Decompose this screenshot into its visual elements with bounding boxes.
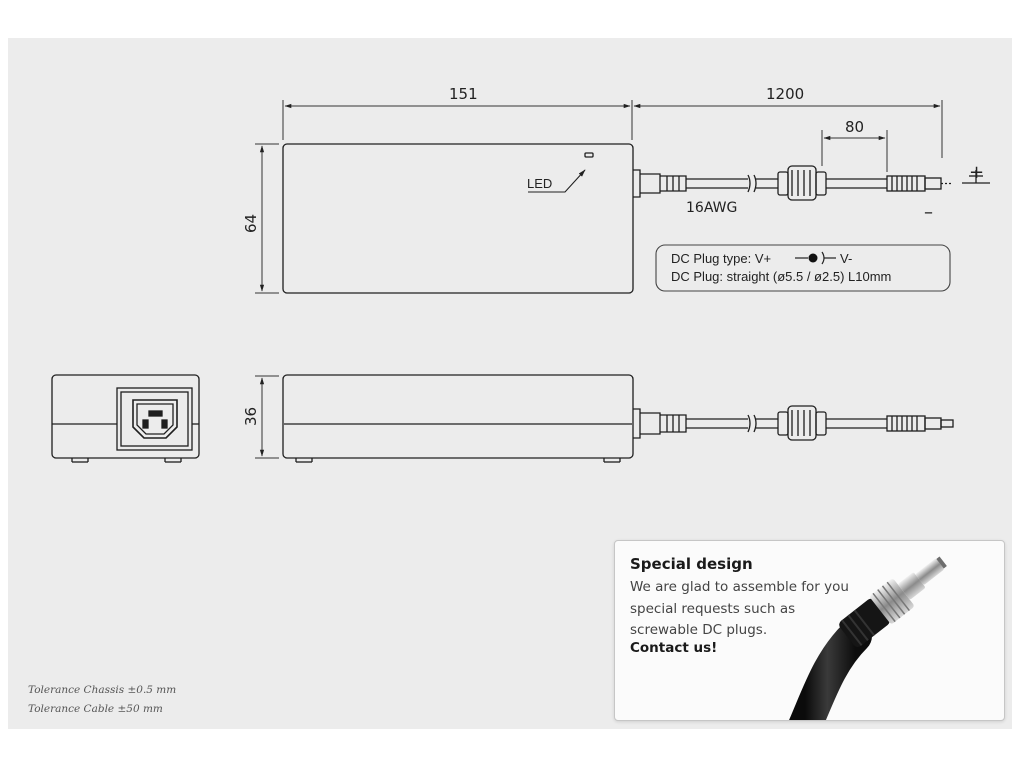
special-design-line: screwable DC plugs. — [630, 622, 768, 638]
tolerance-chassis: Tolerance Chassis ±0.5 mm — [28, 684, 177, 696]
dim-chassis-width: 64 — [242, 214, 260, 233]
chassis-front-outline — [51, 374, 200, 459]
technical-drawing: LED 16AWG + – 151 1200 — [51, 85, 990, 463]
dc-plug-top — [886, 175, 926, 192]
tolerance-cable: Tolerance Cable ±50 mm — [28, 703, 163, 715]
side-view — [282, 374, 954, 463]
dim-chassis-height: 36 — [242, 407, 260, 426]
strain-relief-top — [633, 169, 641, 198]
ferrite-core-top — [777, 171, 789, 196]
polarity-minus: – — [924, 202, 933, 223]
led-label: LED — [527, 176, 552, 191]
front-view — [51, 374, 200, 463]
plug-detail-text: DC Plug: straight (ø5.5 / ø2.5) L10mm — [671, 269, 891, 284]
plug-type-text: DC Plug type: V+ — [671, 251, 771, 266]
polarity-plus: + — [969, 162, 984, 183]
dim-cable-length: 1200 — [766, 85, 804, 103]
screw-dc-plug-photo — [789, 556, 947, 720]
dim-chassis-length: 151 — [449, 85, 478, 103]
dim-plug-length: 80 — [845, 118, 864, 136]
special-design-line: special requests such as — [630, 600, 796, 617]
plug-polarity-dot — [808, 253, 818, 263]
chassis-side-outline — [282, 374, 634, 459]
wire-gauge-label: 16AWG — [686, 200, 737, 216]
ac-inlet-frame — [116, 387, 193, 451]
dimension-lines — [255, 100, 943, 459]
iec-c14-inlet — [132, 399, 178, 439]
special-design-line: We are glad to assemble for you — [630, 579, 849, 595]
plug-type-minus-text: V- — [840, 251, 852, 266]
dc-plug-spec-box: DC Plug type: V+ V- DC Plug: straight (ø… — [655, 244, 951, 292]
led-indicator — [584, 152, 594, 158]
special-design-title: Special design — [630, 555, 753, 573]
special-design-text: We are glad to assemble for you special … — [630, 577, 870, 642]
contact-us-link[interactable]: Contact us! — [630, 640, 718, 656]
drawing-sheet: LED 16AWG + – 151 1200 — [8, 38, 1012, 729]
special-design-card: Special design We are glad to assemble f… — [614, 540, 1005, 721]
top-view — [282, 143, 990, 294]
chassis-top-outline — [282, 143, 634, 294]
